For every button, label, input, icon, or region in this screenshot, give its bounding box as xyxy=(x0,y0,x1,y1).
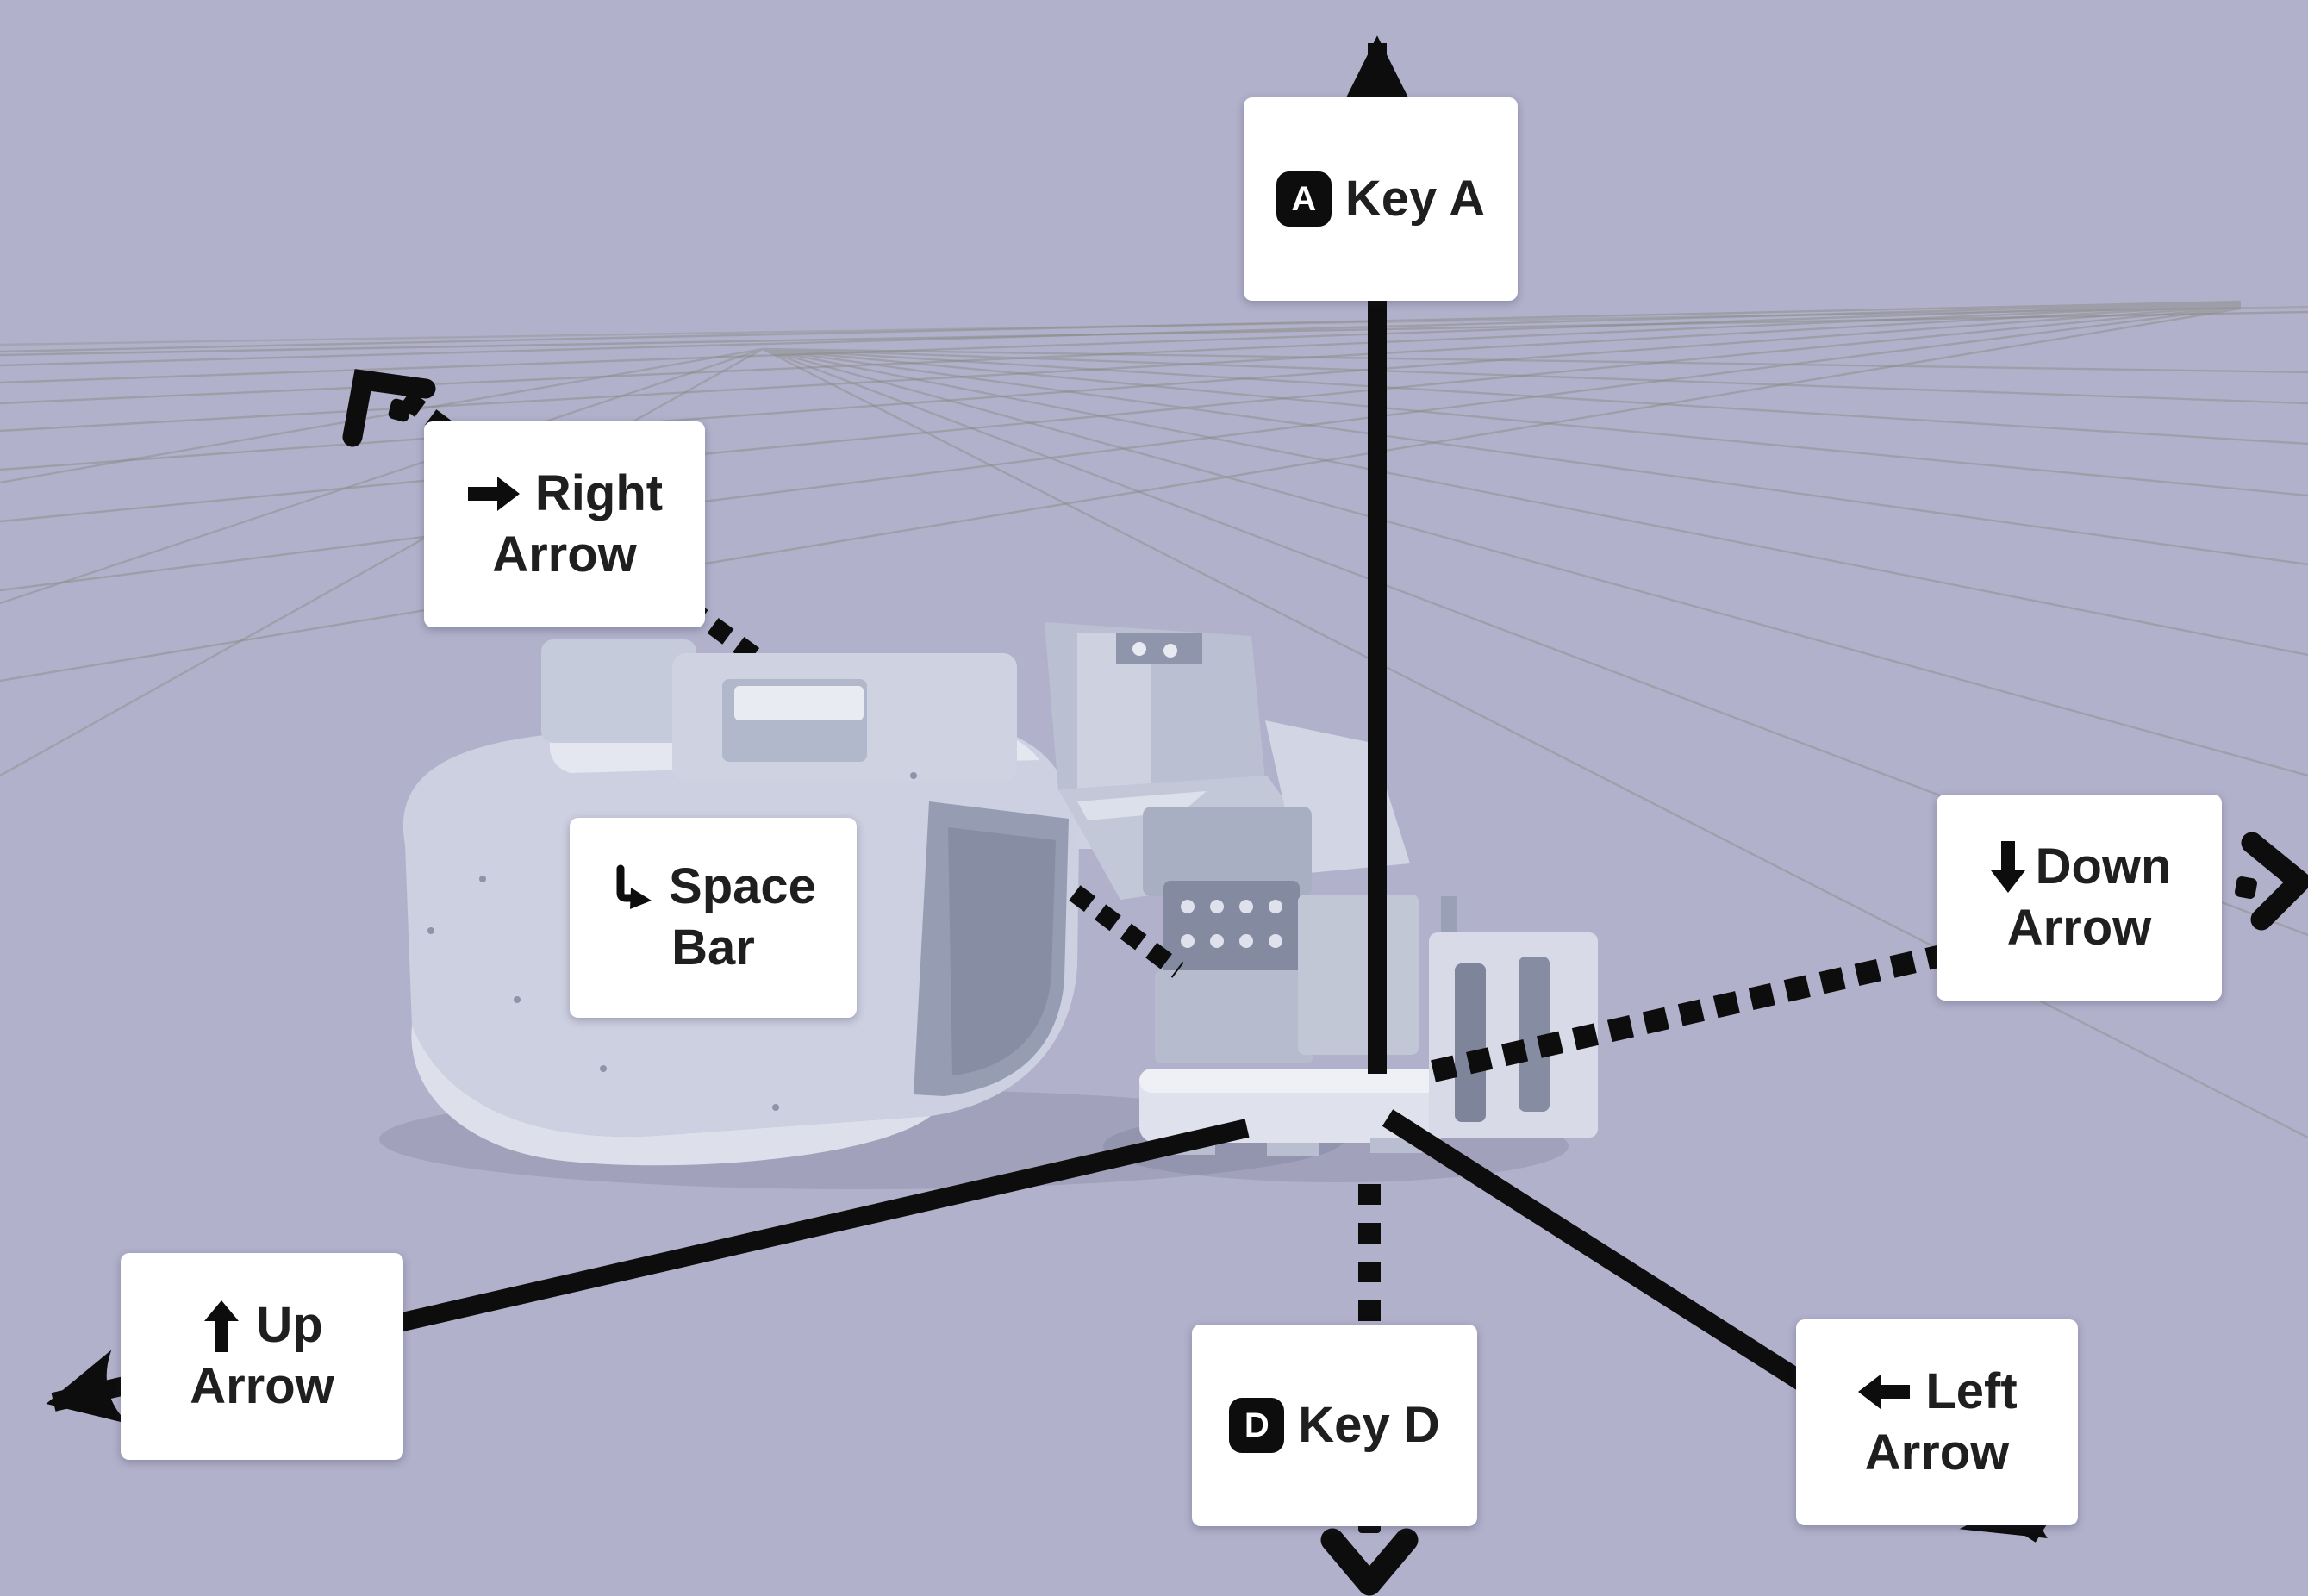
robot-arm-model xyxy=(379,622,1598,1189)
space-bar-line2: Bar xyxy=(671,920,755,976)
key-d-arrowhead xyxy=(1320,1520,1419,1596)
right-arrow-line2: Arrow xyxy=(492,526,637,583)
space-bar-icon xyxy=(616,864,652,909)
label-card-up-arrow: Up Arrow xyxy=(121,1253,403,1460)
right-arrow-icon xyxy=(467,477,520,512)
left-arrow-icon xyxy=(1858,1375,1911,1410)
space-bar-line1: Space xyxy=(669,858,816,915)
right-arrow-line1: Right xyxy=(534,464,664,521)
key-d-label: Key D xyxy=(1298,1396,1440,1453)
label-card-space-bar: Space Bar xyxy=(570,818,857,1018)
keycap-a-icon: A xyxy=(1276,171,1332,227)
label-card-key-d: D Key D xyxy=(1192,1325,1477,1526)
left-arrow-line2: Arrow xyxy=(1864,1424,2010,1481)
label-card-key-a: A Key A xyxy=(1244,97,1518,301)
key-a-label: Key A xyxy=(1344,170,1486,227)
left-arrow-line1: Left xyxy=(1925,1362,2018,1419)
right-arrow-dotted-line-front xyxy=(1069,885,1184,978)
up-arrow-line2: Arrow xyxy=(190,1358,334,1414)
up-arrow-line1: Up xyxy=(256,1297,323,1354)
right-arrow-arrowhead xyxy=(342,369,436,447)
label-card-right-arrow: Right Arrow xyxy=(424,421,705,627)
keycap-d-icon: D xyxy=(1229,1397,1285,1453)
down-arrow-icon xyxy=(1990,841,2025,894)
up-arrow-icon xyxy=(204,1300,240,1352)
down-arrow-line1: Down xyxy=(2035,838,2172,895)
down-arrow-arrowhead xyxy=(2235,832,2308,931)
label-card-down-arrow: Down Arrow xyxy=(1937,795,2222,1001)
down-arrow-line2: Arrow xyxy=(2006,899,2152,956)
label-card-left-arrow: Left Arrow xyxy=(1796,1319,2078,1525)
